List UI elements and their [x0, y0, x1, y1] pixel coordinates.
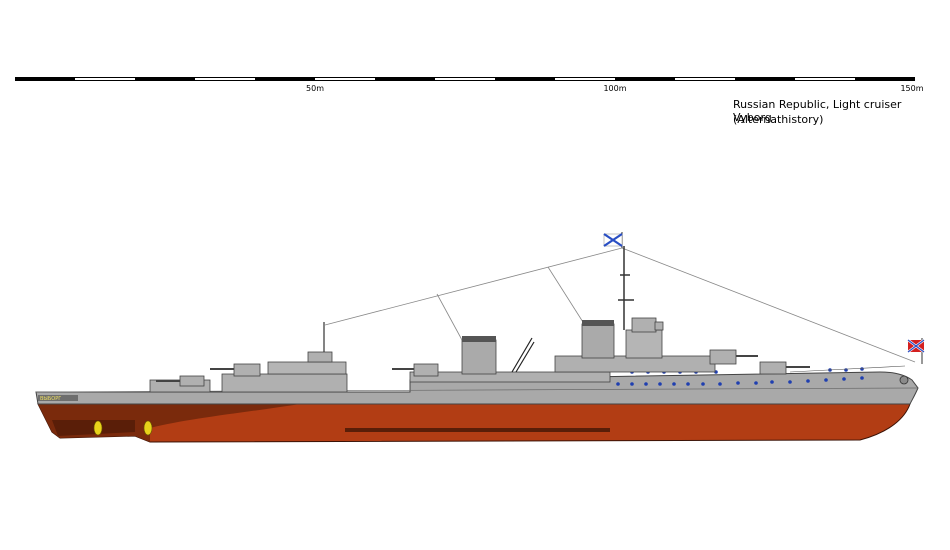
rigging-lines: [324, 247, 916, 363]
main-mast: [618, 246, 634, 330]
name-plate: ВЫБОРГ: [40, 396, 61, 402]
scale-bar-segment: [795, 78, 855, 80]
crane: [511, 337, 535, 373]
hull-upper: [35, 371, 919, 405]
scale-label-100m: 100m: [603, 84, 627, 93]
deck-railing: [789, 365, 906, 373]
turret-aft-3: [156, 375, 205, 387]
scale-bar-segment: [675, 78, 735, 80]
scale-bar-segment: [195, 78, 255, 80]
st-andrew-ensign-icon: [603, 232, 623, 248]
mid-deckhouse: [409, 371, 611, 383]
turret-fwd-1: [759, 361, 810, 375]
fwd-funnel: [581, 320, 615, 359]
hull-lower: [37, 403, 911, 443]
scale-label-150m: 150m: [900, 84, 924, 93]
bridge-tower: [625, 329, 663, 359]
turret-aft-2: [210, 363, 261, 377]
bilge-keel: [345, 428, 610, 432]
name-plate-bg: [38, 395, 78, 401]
anchor-icon: [899, 375, 909, 385]
propeller-icon: [93, 420, 153, 436]
aft-bridge: [267, 361, 347, 375]
keel-skeg: [52, 420, 135, 436]
aft-funnel: [461, 336, 497, 375]
turret-fwd-2: [709, 349, 758, 365]
turret-mid: [392, 363, 439, 377]
aft-superstructure: [221, 373, 348, 393]
jack-flag-icon: [907, 338, 925, 364]
scale-label-50m: 50m: [306, 84, 324, 93]
scale-bar: [15, 77, 915, 81]
scale-bar-segment: [555, 78, 615, 80]
caption-title: Russian Republic, Light cruiser Vyborg: [733, 98, 902, 124]
scale-bar-segment: [435, 78, 495, 80]
scale-bar-segment: [75, 78, 135, 80]
caption-subtitle: (Alternathistory): [733, 113, 824, 126]
scale-bar-segment: [315, 78, 375, 80]
